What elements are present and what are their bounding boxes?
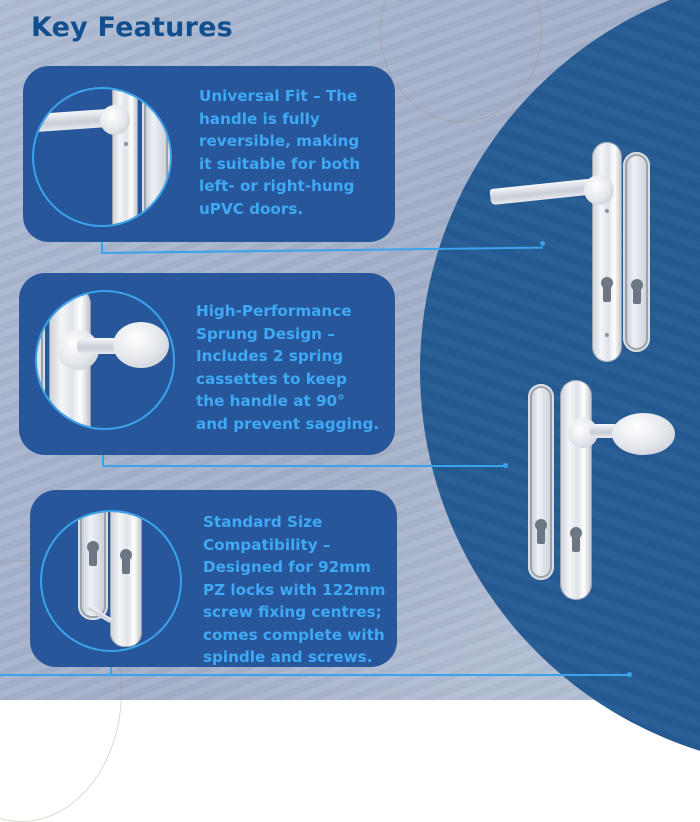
connector-dot-3: [627, 672, 632, 677]
cassette-plate-shape: [142, 91, 170, 225]
screw-shape: [123, 141, 129, 147]
connector-dot-2: [503, 463, 508, 468]
feature-text-standard-size: Standard Size Compatibility – Designed f…: [203, 513, 386, 666]
marble-vein: [380, 0, 542, 122]
backplate-shape: [110, 512, 142, 647]
spoon-grip-shape: [113, 322, 169, 368]
backplate-shape: [560, 380, 592, 600]
page-title: Key Features: [31, 12, 233, 43]
cassette-plate-shape: [623, 152, 650, 352]
cassette-plate-shape: [528, 384, 554, 580]
spoon-handle-closeup-image: [35, 290, 175, 430]
connector-line-2: [102, 465, 505, 467]
feature-text-universal-fit: Universal Fit – The handle is fully reve…: [199, 87, 361, 218]
screw-shape: [604, 208, 610, 214]
cassette-plate-shape: [78, 512, 108, 620]
connector-line-3: [0, 674, 630, 676]
keyhole-shape: [87, 541, 99, 566]
feature-card-standard-size: Standard Size Compatibility – Designed f…: [30, 490, 397, 667]
connector-dot-1: [540, 241, 545, 246]
rose-shape: [100, 105, 130, 135]
lever-handle-closeup-image: [32, 87, 172, 227]
spoon-grip-shape: [612, 413, 675, 455]
keyhole-shape: [120, 549, 132, 574]
rose-shape: [584, 175, 614, 205]
backplate-keyhole-closeup-image: [40, 510, 182, 652]
keyhole-shape: [570, 527, 582, 552]
keyhole-shape: [601, 277, 613, 302]
feature-text-sprung-design: High-Performance Sprung Design – Include…: [196, 302, 380, 433]
feature-card-universal-fit: Universal Fit – The handle is fully reve…: [23, 66, 395, 242]
feature-card-sprung-design: High-Performance Sprung Design – Include…: [19, 273, 395, 455]
keyhole-shape: [535, 519, 547, 544]
keyhole-shape: [631, 279, 643, 304]
cassette-plate-shape: [37, 312, 45, 428]
screw-shape: [604, 332, 610, 338]
